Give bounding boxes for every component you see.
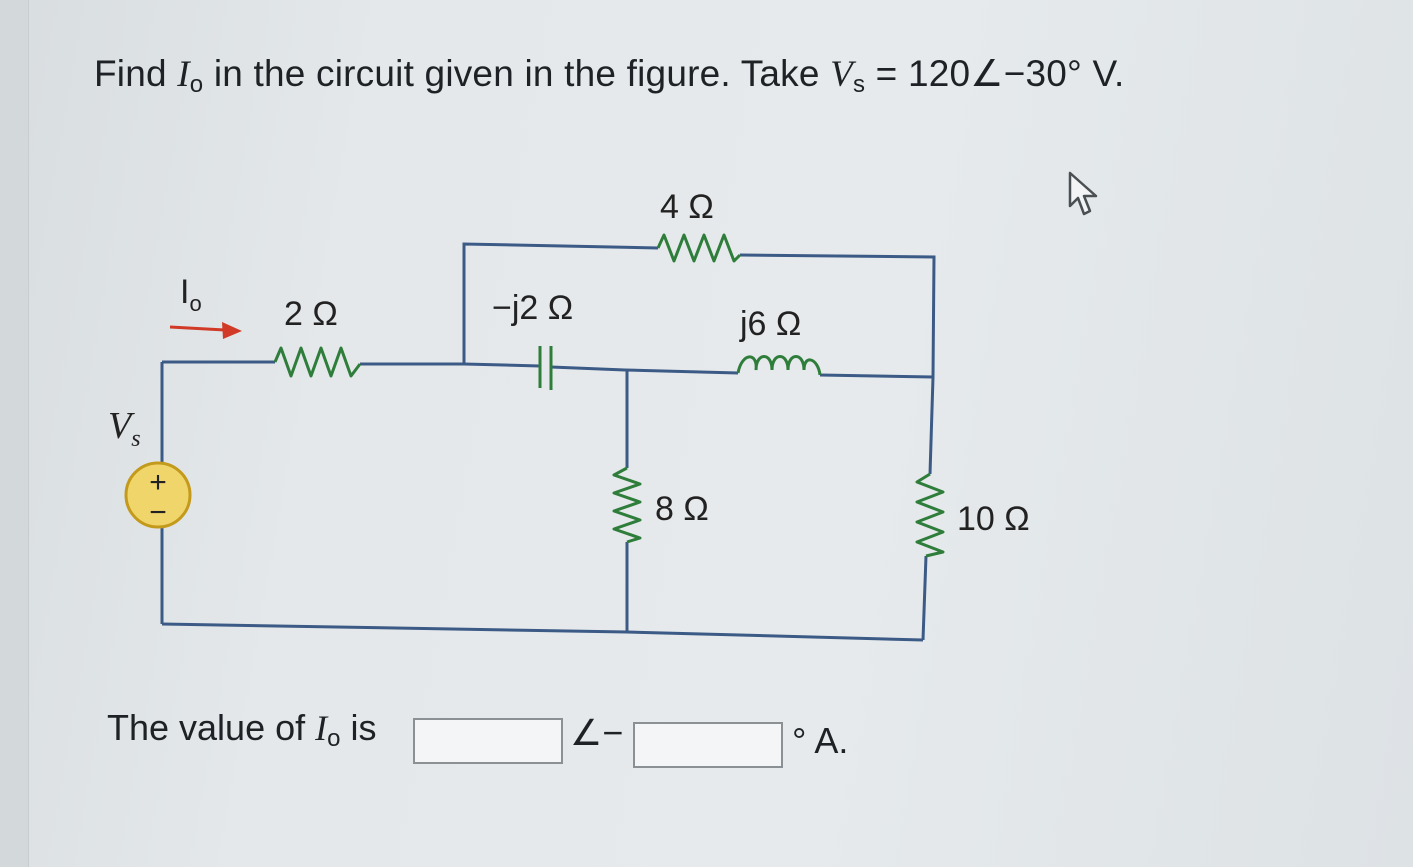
wire-node-to-cap	[463, 362, 541, 368]
wire-top-right	[739, 253, 936, 378]
label-ind: j6 Ω	[739, 305, 801, 343]
source-label-sub: s	[131, 426, 140, 452]
question-prefix: Find	[94, 53, 167, 94]
vs-subscript: s	[852, 71, 866, 98]
answer-is: is	[350, 707, 377, 748]
resistor-8ohm	[612, 466, 642, 544]
vs-value: = 120∠−30° V.	[875, 53, 1125, 94]
wire-10ohm-bottom	[921, 555, 928, 641]
label-8ohm: 8 Ω	[655, 490, 709, 528]
source-minus: −	[149, 496, 167, 529]
source-label-var: V	[108, 405, 135, 447]
label-10ohm: 10 Ω	[957, 500, 1030, 538]
left-panel-edge	[0, 0, 29, 867]
circuit-wires	[160, 242, 936, 642]
wire-top-left	[462, 242, 659, 364]
question-text: Find Io in the circuit given in the figu…	[94, 52, 1124, 99]
label-cap: −j2 Ω	[492, 289, 573, 327]
wire-ind-to-right	[819, 373, 934, 379]
answer-io-variable: I	[315, 708, 328, 748]
voltage-source	[124, 461, 192, 529]
inductor	[736, 355, 822, 376]
wire-10ohm-top	[928, 376, 935, 475]
io-subscript: o	[189, 71, 204, 98]
label-4ohm: 4 Ω	[660, 188, 714, 226]
question-middle: in the circuit given in the figure. Take	[213, 53, 820, 94]
io-variable: I	[177, 54, 190, 95]
current-label-sub: o	[189, 291, 201, 316]
answer-prefix: The value of	[107, 707, 306, 748]
hand-pointer-icon	[1066, 170, 1106, 227]
source-plus: +	[149, 466, 167, 499]
wire-mid-to-ind	[624, 368, 739, 375]
degree-unit: ° A.	[792, 720, 849, 761]
resistor-10ohm	[915, 472, 945, 558]
angle-input[interactable]	[633, 722, 783, 768]
current-label: Io	[180, 273, 202, 316]
capacitor	[538, 346, 553, 390]
label-2ohm: 2 Ω	[284, 295, 338, 333]
resistor-2ohm	[273, 346, 362, 378]
angle-symbol: ∠−	[570, 712, 624, 753]
current-label-var: I	[180, 273, 189, 311]
answer-text: The value of Io is	[107, 707, 377, 753]
wire-bottom	[161, 622, 924, 642]
resistor-4ohm	[656, 233, 742, 263]
answer-io-subscript: o	[327, 725, 341, 752]
vs-variable: V	[830, 54, 853, 95]
wire-cap-to-mid	[550, 365, 626, 372]
current-arrow	[169, 322, 242, 339]
source-label: Vs	[108, 405, 141, 452]
magnitude-input[interactable]	[413, 718, 563, 764]
